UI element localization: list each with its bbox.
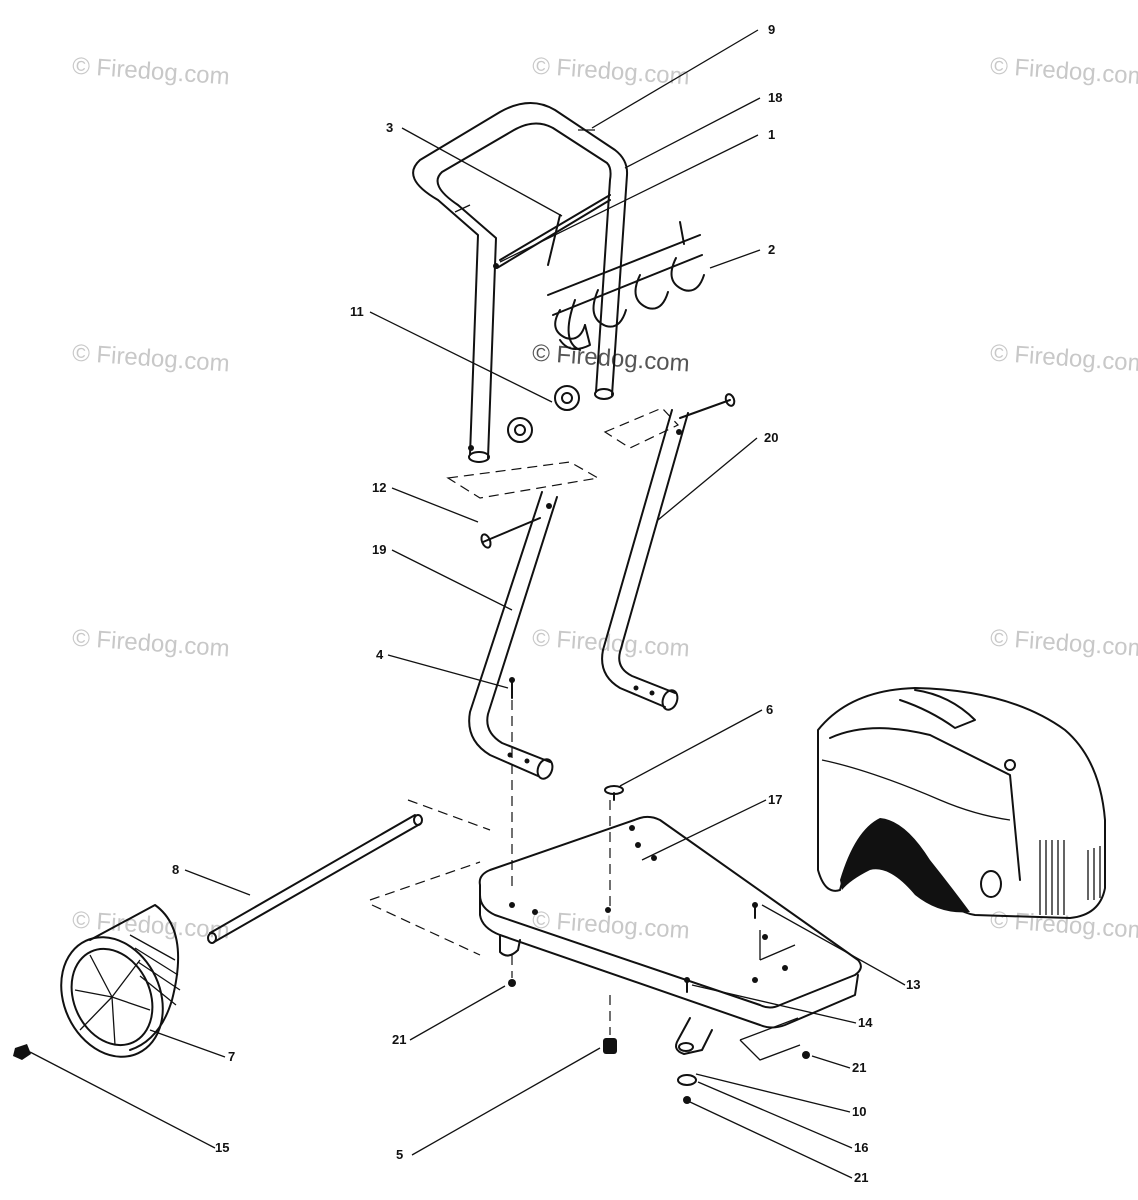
rubber-foot <box>603 995 617 1054</box>
callout-21: 21 <box>852 1060 866 1075</box>
knob <box>507 385 580 443</box>
callout-1: 1 <box>768 127 775 142</box>
callout-16: 16 <box>854 1140 868 1155</box>
callout-13: 13 <box>906 977 920 992</box>
nut <box>13 1044 31 1060</box>
callout-14: 14 <box>858 1015 873 1030</box>
callout-leaders <box>29 29 906 1179</box>
callout-3: 3 <box>386 120 393 135</box>
axle <box>207 814 423 944</box>
lower-frame-right <box>601 409 689 711</box>
callout-2: 2 <box>768 242 775 257</box>
callout-5: 5 <box>396 1147 403 1162</box>
callout-9: 9 <box>768 22 775 37</box>
callout-10: 10 <box>852 1104 866 1119</box>
callout-17: 17 <box>768 792 782 807</box>
callout-21: 21 <box>854 1170 868 1185</box>
base-plate <box>478 815 862 1029</box>
callout-8: 8 <box>172 862 179 877</box>
callout-4: 4 <box>376 647 384 662</box>
support-bracket <box>675 1017 801 1086</box>
hook-bar <box>493 194 611 269</box>
wheel <box>60 904 181 1058</box>
callout-19: 19 <box>372 542 386 557</box>
screw <box>480 517 541 549</box>
bolt <box>604 785 624 801</box>
callout-7: 7 <box>228 1049 235 1064</box>
callout-20: 20 <box>764 430 778 445</box>
lower-frame-left <box>468 491 558 780</box>
callout-21: 21 <box>392 1032 406 1047</box>
callout-12: 12 <box>372 480 386 495</box>
callout-15: 15 <box>215 1140 229 1155</box>
upper-handle <box>412 102 629 463</box>
callout-11: 11 <box>350 304 364 319</box>
callout-18: 18 <box>768 90 782 105</box>
callout-6: 6 <box>766 702 773 717</box>
callout-labels: 9 18 3 1 2 11 20 12 19 4 6 17 8 13 14 21… <box>172 22 920 1185</box>
engine-cover <box>817 687 1106 919</box>
wand-holder-rack <box>547 221 705 351</box>
